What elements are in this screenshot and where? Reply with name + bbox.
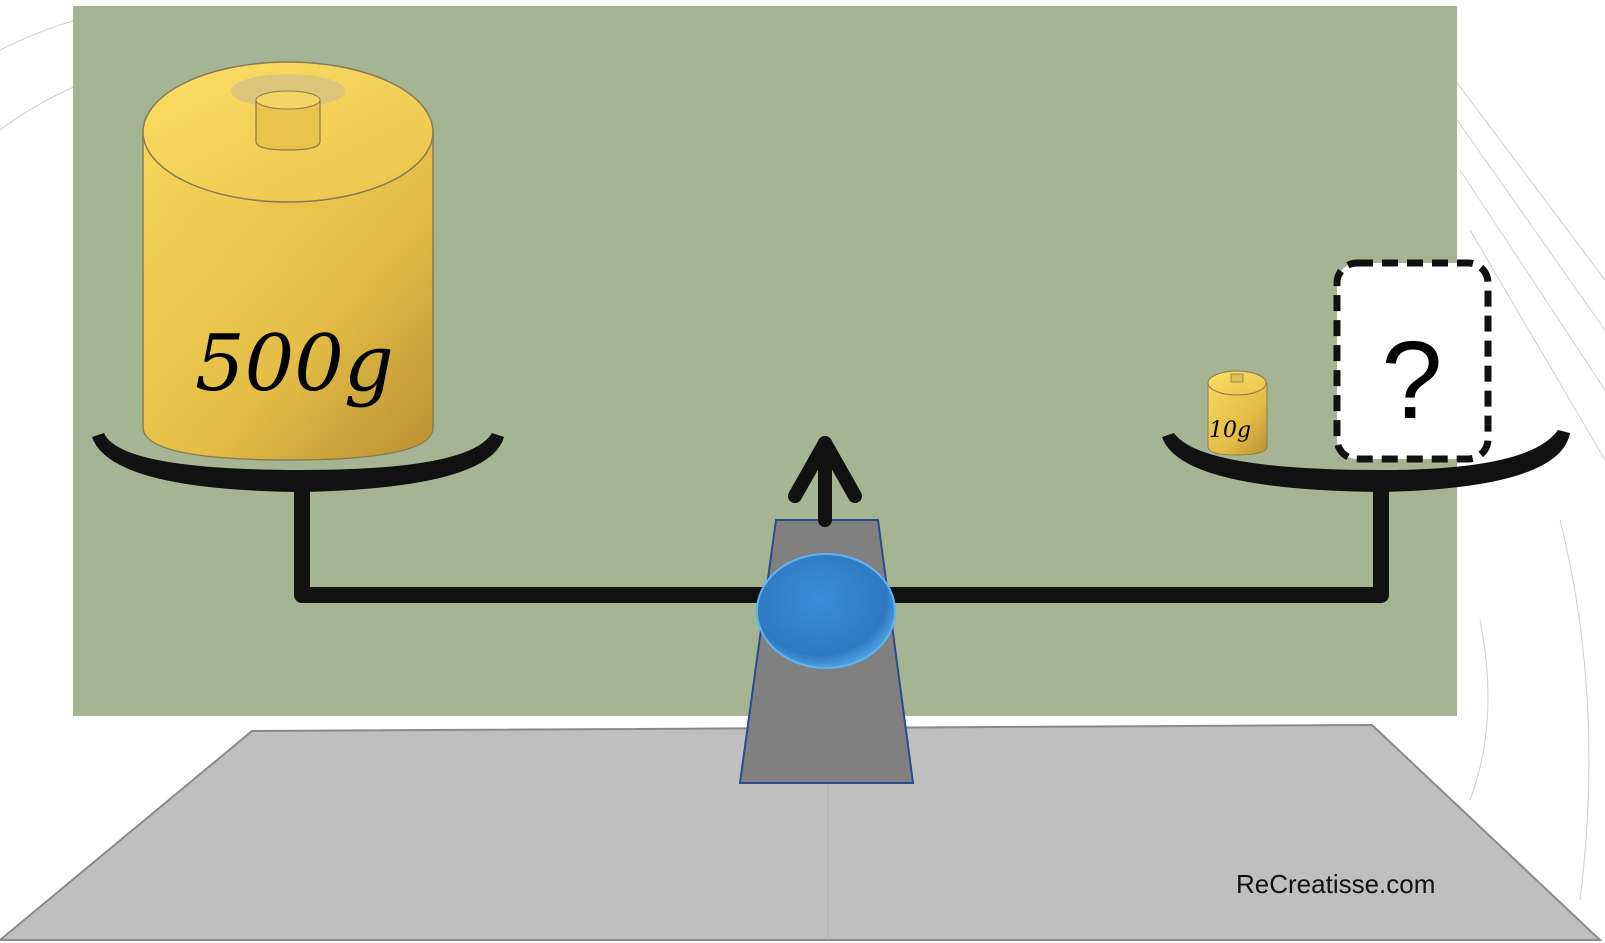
- watermark-text: ReCreatisse.com: [1236, 869, 1435, 899]
- pivot-knob: [756, 553, 896, 669]
- table-base: [0, 723, 1603, 941]
- weight-500g: 500g: [142, 61, 434, 461]
- weight-10g-label: 10g: [1209, 418, 1251, 443]
- unknown-mass-box: ?: [1333, 259, 1492, 463]
- background-decoration: [0, 9, 1605, 901]
- question-mark: ?: [1381, 319, 1442, 442]
- weight-500g-label: 500g: [195, 319, 394, 409]
- up-arrow-icon: [788, 436, 862, 527]
- right-pan: [1162, 430, 1570, 492]
- left-pan: [92, 433, 504, 492]
- weight-10g: 10g: [1207, 370, 1268, 456]
